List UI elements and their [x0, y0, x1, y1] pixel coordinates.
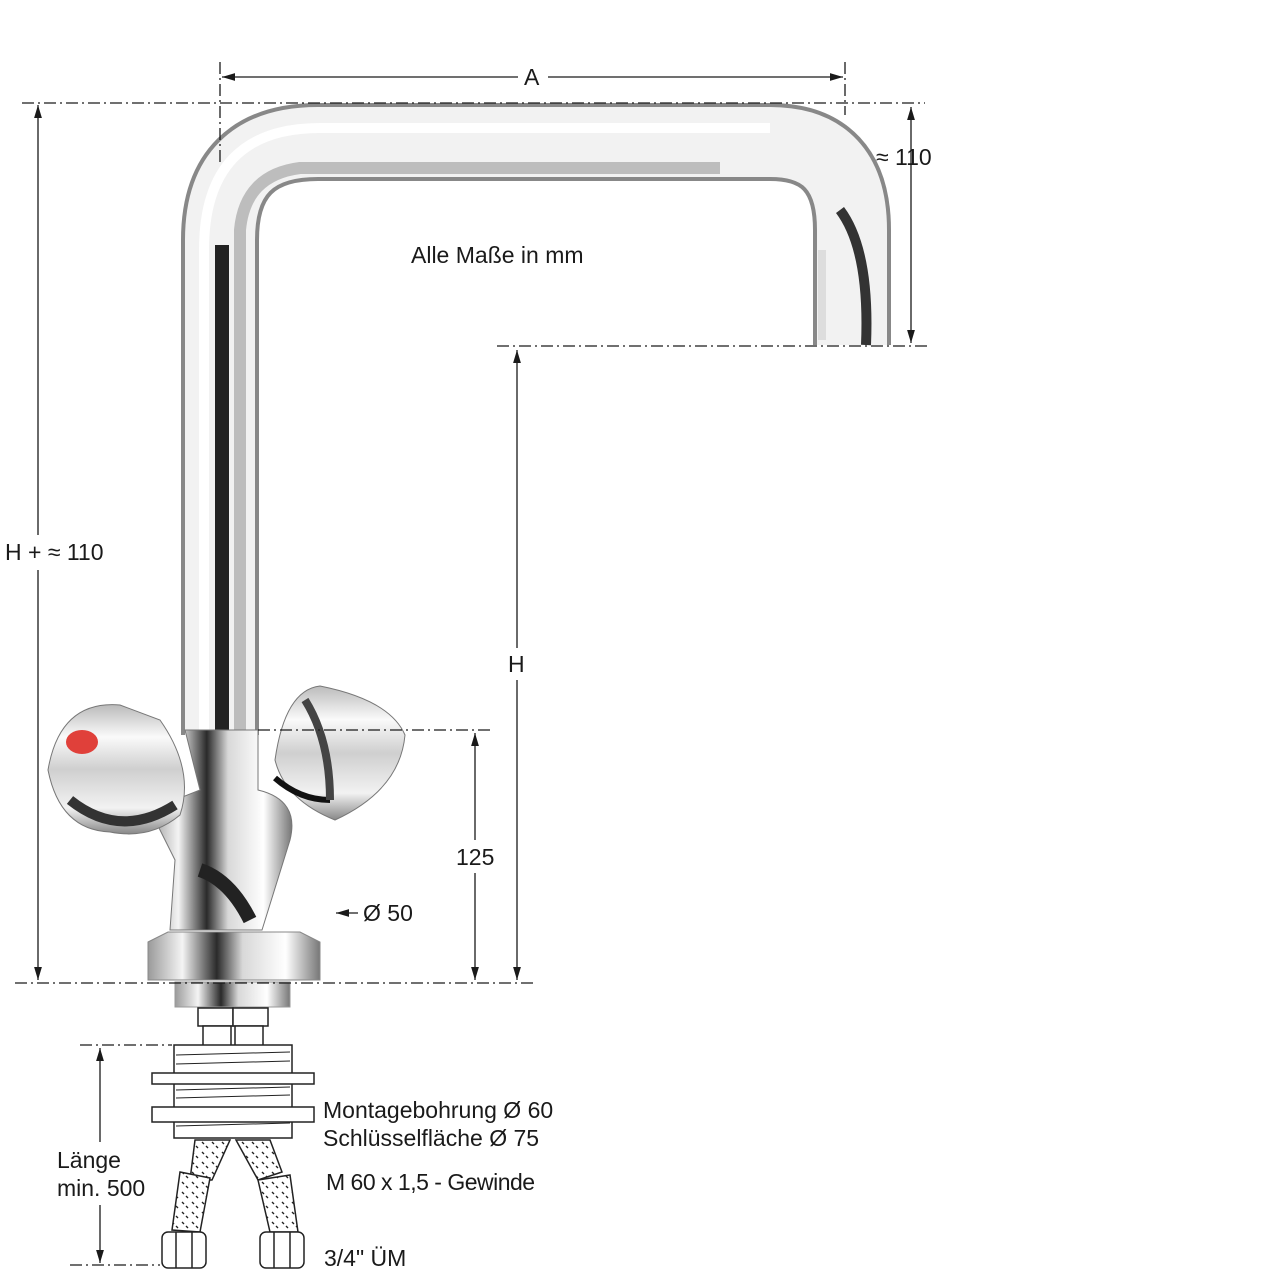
- spout: [181, 103, 891, 735]
- thread-note: M 60 x 1,5 - Gewinde: [326, 1169, 535, 1195]
- hose-length-label-line2: min. 500: [57, 1175, 146, 1201]
- mounting-assembly: [151, 1007, 315, 1269]
- spout-drop-label: ≈ 110: [876, 144, 932, 170]
- dimension-a-label: A: [524, 64, 540, 90]
- dimension-lines: [15, 62, 928, 1266]
- mixer-body: [47, 685, 406, 1008]
- base-diameter-label: Ø 50: [363, 900, 413, 926]
- mounting-hole-note: Montagebohrung Ø 60: [323, 1097, 554, 1123]
- units-note: Alle Maße in mm: [411, 242, 584, 268]
- height-label: H: [508, 651, 525, 677]
- wrench-flat-note: Schlüsselfläche Ø 75: [323, 1125, 540, 1151]
- hot-indicator-icon: [66, 730, 98, 754]
- total-height-label: H + ≈ 110: [5, 539, 104, 565]
- hose-length-label-line1: Länge: [57, 1147, 121, 1173]
- connection-note: 3/4" ÜM: [324, 1245, 407, 1271]
- body-height-label: 125: [456, 844, 495, 870]
